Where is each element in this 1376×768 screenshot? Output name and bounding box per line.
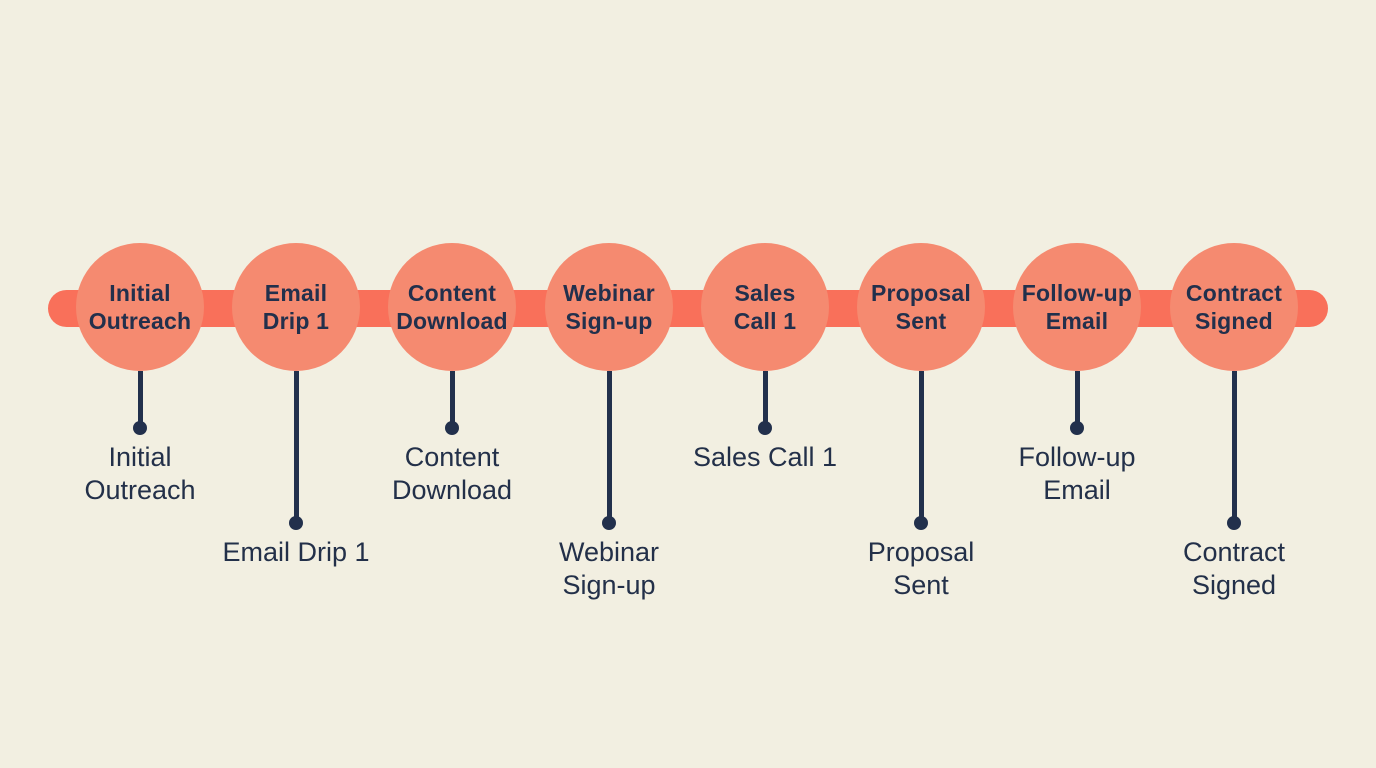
stage-caption: Sales Call 1 (692, 442, 838, 472)
stage-caption: Follow-up Email (1018, 442, 1136, 505)
stage-circle: Contract Signed (1170, 243, 1298, 371)
stage-circle-label: Content Download (396, 280, 508, 334)
stage-connector-dot (602, 516, 616, 530)
stage-connector-dot (1227, 516, 1241, 530)
stage-connector-line (602, 371, 616, 530)
stage-follow-up-email: Follow-up Email Follow-up Email (967, 243, 1187, 507)
stage-email-drip-1: Email Drip 1 Email Drip 1 (186, 243, 406, 569)
stage-circle: Proposal Sent (857, 243, 985, 371)
stage-circle-label: Webinar Sign-up (563, 280, 655, 334)
stage-circle-label: Contract Signed (1185, 280, 1283, 334)
stage-connector-line (758, 371, 772, 435)
stage-circle: Email Drip 1 (232, 243, 360, 371)
stage-proposal-sent: Proposal Sent Proposal Sent (811, 243, 1031, 602)
stage-contract-signed: Contract Signed Contract Signed (1124, 243, 1344, 602)
stage-connector-dot (133, 421, 147, 435)
stage-circle-label: Follow-up Email (1021, 280, 1133, 334)
stage-connector-dot (914, 516, 928, 530)
stage-connector-line (445, 371, 459, 435)
stage-content-download: Content Download Content Download (342, 243, 562, 507)
stage-connector-dot (289, 516, 303, 530)
stage-connector-dot (445, 421, 459, 435)
stage-sales-call-1: Sales Call 1 Sales Call 1 (655, 243, 875, 474)
stage-webinar-sign-up: Webinar Sign-up Webinar Sign-up (499, 243, 719, 602)
stage-circle-label: Email Drip 1 (262, 280, 330, 334)
stage-caption: Initial Outreach (84, 442, 196, 505)
stage-circle: Follow-up Email (1013, 243, 1141, 371)
stage-circle-label: Proposal Sent (870, 280, 971, 334)
stage-connector-dot (1070, 421, 1084, 435)
stage-circle: Webinar Sign-up (545, 243, 673, 371)
stage-caption: Webinar Sign-up (558, 537, 660, 600)
stage-circle: Content Download (388, 243, 516, 371)
stage-connector-line (133, 371, 147, 435)
stage-connector-dot (758, 421, 772, 435)
stage-connector-line (1070, 371, 1084, 435)
stage-circle-label: Sales Call 1 (733, 280, 797, 334)
stage-connector-line (914, 371, 928, 530)
stage-circle-label: Initial Outreach (88, 280, 192, 334)
stage-caption: Content Download (391, 442, 513, 505)
stage-connector-line (289, 371, 303, 530)
stage-caption: Contract Signed (1182, 537, 1286, 600)
stage-circle: Initial Outreach (76, 243, 204, 371)
stage-circle: Sales Call 1 (701, 243, 829, 371)
stage-caption: Proposal Sent (867, 537, 975, 600)
stage-connector-line (1227, 371, 1241, 530)
stage-initial-outreach: Initial Outreach Initial Outreach (30, 243, 250, 507)
stage-caption: Email Drip 1 (222, 537, 370, 567)
